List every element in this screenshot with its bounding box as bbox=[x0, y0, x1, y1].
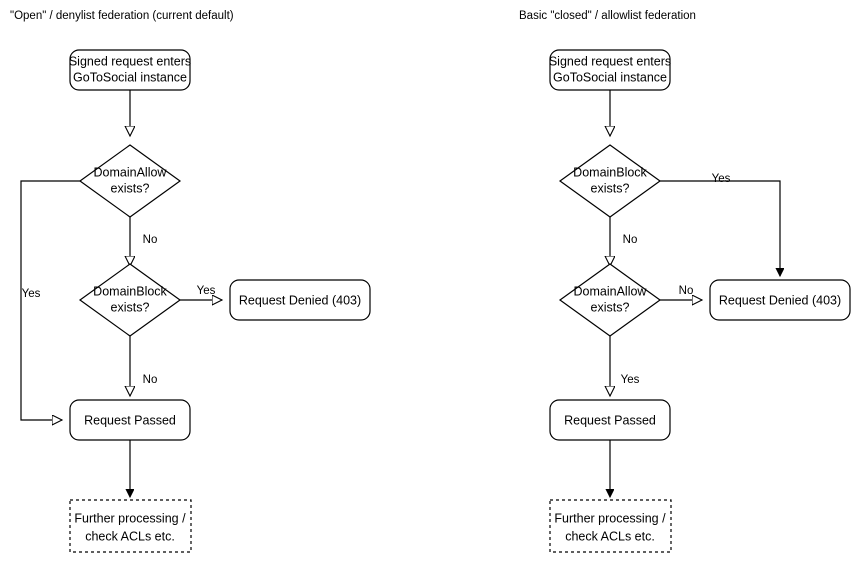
domain-block-line2: exists? bbox=[111, 300, 150, 314]
node-entry-right: Signed request enters GoToSocial instanc… bbox=[549, 49, 671, 91]
column-open-denylist: "Open" / denylist federation (current de… bbox=[10, 10, 371, 553]
node-request-denied-left: Request Denied (403) bbox=[229, 279, 371, 321]
request-denied-label-right: Request Denied (403) bbox=[719, 293, 841, 307]
edge-domain-block-yes-to-denied-right bbox=[660, 180, 780, 276]
request-denied-box-shape-right bbox=[709, 279, 851, 321]
entry-box-line2-right: GoToSocial instance bbox=[553, 70, 667, 84]
edge-label-domain-block-no-right: No bbox=[623, 234, 638, 246]
entry-box-line2: GoToSocial instance bbox=[73, 70, 187, 84]
node-request-denied-right: Request Denied (403) bbox=[709, 279, 851, 321]
request-passed-label: Request Passed bbox=[84, 413, 176, 427]
column-title-closed-allowlist: Basic "closed" / allowlist federation bbox=[519, 10, 696, 22]
entry-box-line1: Signed request enters bbox=[69, 54, 191, 68]
domain-block-line1-right: DomainBlock bbox=[573, 165, 647, 179]
node-domain-block-right: DomainBlock exists? bbox=[558, 144, 662, 218]
node-domain-block-left: DomainBlock exists? bbox=[78, 263, 182, 337]
edge-label-domain-allow-no-right: No bbox=[679, 285, 694, 297]
domain-allow-line2-right: exists? bbox=[591, 300, 630, 314]
domain-allow-line2: exists? bbox=[111, 181, 150, 195]
request-passed-label-right: Request Passed bbox=[564, 413, 656, 427]
node-request-passed-left: Request Passed bbox=[69, 399, 191, 441]
edge-label-domain-block-yes-right: Yes bbox=[712, 173, 731, 185]
further-processing-box-shape bbox=[69, 499, 192, 553]
node-domain-allow-right: DomainAllow exists? bbox=[558, 263, 662, 337]
domain-block-line1: DomainBlock bbox=[93, 284, 167, 298]
node-request-passed-right: Request Passed bbox=[549, 399, 671, 441]
edge-label-domain-block-yes: Yes bbox=[197, 285, 216, 297]
edge-domain-allow-yes-to-passed bbox=[20, 180, 80, 420]
column-closed-allowlist: Basic "closed" / allowlist federation Si… bbox=[519, 10, 851, 553]
edge-label-domain-allow-yes: Yes bbox=[22, 288, 41, 300]
edge-label-domain-allow-yes-right: Yes bbox=[621, 374, 640, 386]
column-title-open-denylist: "Open" / denylist federation (current de… bbox=[10, 10, 234, 22]
node-further-processing-left: Further processing / check ACLs etc. bbox=[69, 499, 192, 553]
domain-block-line2-right: exists? bbox=[591, 181, 630, 195]
edge-label-domain-allow-no: No bbox=[143, 234, 158, 246]
node-further-processing-right: Further processing / check ACLs etc. bbox=[549, 499, 672, 553]
request-denied-label: Request Denied (403) bbox=[239, 293, 361, 307]
domain-allow-line1-right: DomainAllow bbox=[574, 284, 648, 298]
request-denied-box-shape bbox=[229, 279, 371, 321]
node-domain-allow-left: DomainAllow exists? bbox=[78, 144, 182, 218]
edge-label-domain-block-no: No bbox=[143, 374, 158, 386]
further-processing-line1-right: Further processing / bbox=[554, 511, 666, 525]
further-processing-box-shape-right bbox=[549, 499, 672, 553]
node-entry-left: Signed request enters GoToSocial instanc… bbox=[69, 49, 191, 91]
entry-box-line1-right: Signed request enters bbox=[549, 54, 671, 68]
further-processing-line2: check ACLs etc. bbox=[85, 529, 175, 543]
further-processing-line1: Further processing / bbox=[74, 511, 186, 525]
domain-allow-line1: DomainAllow bbox=[94, 165, 168, 179]
further-processing-line2-right: check ACLs etc. bbox=[565, 529, 655, 543]
